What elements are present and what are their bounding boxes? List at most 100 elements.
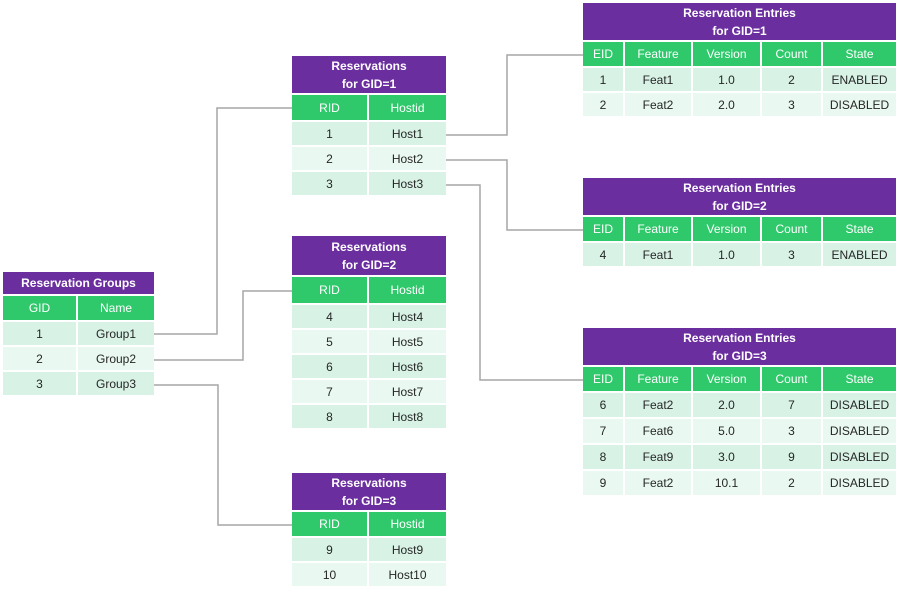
table-cell: 3 bbox=[762, 419, 821, 443]
table-cell: 5 bbox=[292, 330, 367, 353]
table-cell: Host9 bbox=[369, 538, 446, 561]
table-cell: 2 bbox=[583, 93, 623, 116]
table-cell: 3 bbox=[3, 372, 76, 395]
connector-group3-to-reservations-gid3 bbox=[140, 384, 292, 526]
reservation-entries-gid2-header-feature: Feature bbox=[625, 217, 691, 241]
table-cell: 4 bbox=[292, 305, 367, 328]
table-cell: 10 bbox=[292, 563, 367, 586]
table-cell: 2 bbox=[3, 347, 76, 370]
table-cell: 3 bbox=[762, 93, 821, 116]
reservation-groups-header-gid: GID bbox=[3, 296, 76, 320]
table-cell: 9 bbox=[762, 445, 821, 469]
table-cell: ENABLED bbox=[823, 68, 896, 91]
table-cell: DISABLED bbox=[823, 393, 896, 417]
table-cell: Host7 bbox=[369, 380, 446, 403]
connector-group2-to-reservations-gid2 bbox=[140, 290, 292, 361]
reservation-entries-gid2-title: Reservation Entries for GID=2 bbox=[583, 178, 896, 215]
table-cell: 6 bbox=[292, 355, 367, 378]
reservations-gid3-header-rid: RID bbox=[292, 512, 367, 536]
table-cell: Feat2 bbox=[625, 393, 691, 417]
reservations-gid1-header-hostid: Hostid bbox=[369, 95, 446, 120]
reservation-entries-gid3-title: Reservation Entries for GID=3 bbox=[583, 328, 896, 365]
table-cell: 10.1 bbox=[693, 471, 760, 495]
table-cell: 1 bbox=[292, 122, 367, 145]
table-cell: Feat2 bbox=[625, 93, 691, 116]
reservations-gid2-header-hostid: Hostid bbox=[369, 277, 446, 303]
reservations-gid1-header-rid: RID bbox=[292, 95, 367, 120]
table-cell: Host2 bbox=[369, 147, 446, 170]
connector-host3-to-entries-gid3 bbox=[430, 184, 583, 381]
table-cell: 1.0 bbox=[693, 68, 760, 91]
connector-group1-to-reservations-gid1 bbox=[140, 107, 292, 335]
table-cell: 1 bbox=[3, 322, 76, 345]
table-cell: 6 bbox=[583, 393, 623, 417]
table-cell: DISABLED bbox=[823, 471, 896, 495]
table-cell: 7 bbox=[583, 419, 623, 443]
table-cell: 7 bbox=[762, 393, 821, 417]
table-cell: Group3 bbox=[78, 372, 154, 395]
table-cell: Host1 bbox=[369, 122, 446, 145]
reservation-entries-gid2-header-version: Version bbox=[693, 217, 760, 241]
reservation-entries-gid2-header-count: Count bbox=[762, 217, 821, 241]
reservation-entries-gid1-title: Reservation Entries for GID=1 bbox=[583, 3, 896, 40]
reservation-entries-gid1-header-version: Version bbox=[693, 42, 760, 66]
table-cell: Group1 bbox=[78, 322, 154, 345]
table-cell: Feat2 bbox=[625, 471, 691, 495]
table-cell: 2 bbox=[292, 147, 367, 170]
table-cell: 3 bbox=[292, 172, 367, 195]
connector-host2-to-entries-gid2 bbox=[430, 159, 583, 231]
table-cell: DISABLED bbox=[823, 419, 896, 443]
reservation-entries-gid1-header-eid: EID bbox=[583, 42, 623, 66]
table-cell: Host6 bbox=[369, 355, 446, 378]
table-cell: 3 bbox=[762, 243, 821, 266]
table-cell: Feat1 bbox=[625, 68, 691, 91]
reservation-entries-gid3-header-eid: EID bbox=[583, 367, 623, 391]
table-cell: 1.0 bbox=[693, 243, 760, 266]
reservation-entries-gid1-header-feature: Feature bbox=[625, 42, 691, 66]
table-cell: Feat1 bbox=[625, 243, 691, 266]
table-cell: ENABLED bbox=[823, 243, 896, 266]
table-cell: Feat6 bbox=[625, 419, 691, 443]
reservations-gid2-title: Reservations for GID=2 bbox=[292, 236, 446, 275]
table-cell: Host5 bbox=[369, 330, 446, 353]
table-cell: Host4 bbox=[369, 305, 446, 328]
table-cell: 3.0 bbox=[693, 445, 760, 469]
table-cell: DISABLED bbox=[823, 93, 896, 116]
reservation-entries-gid3-header-feature: Feature bbox=[625, 367, 691, 391]
reservation-entries-gid1-header-state: State bbox=[823, 42, 896, 66]
reservation-groups-title: Reservation Groups bbox=[3, 272, 154, 294]
table-cell: 2 bbox=[762, 471, 821, 495]
table-cell: Group2 bbox=[78, 347, 154, 370]
reservations-gid3-title: Reservations for GID=3 bbox=[292, 473, 446, 510]
table-cell: Host8 bbox=[369, 405, 446, 428]
